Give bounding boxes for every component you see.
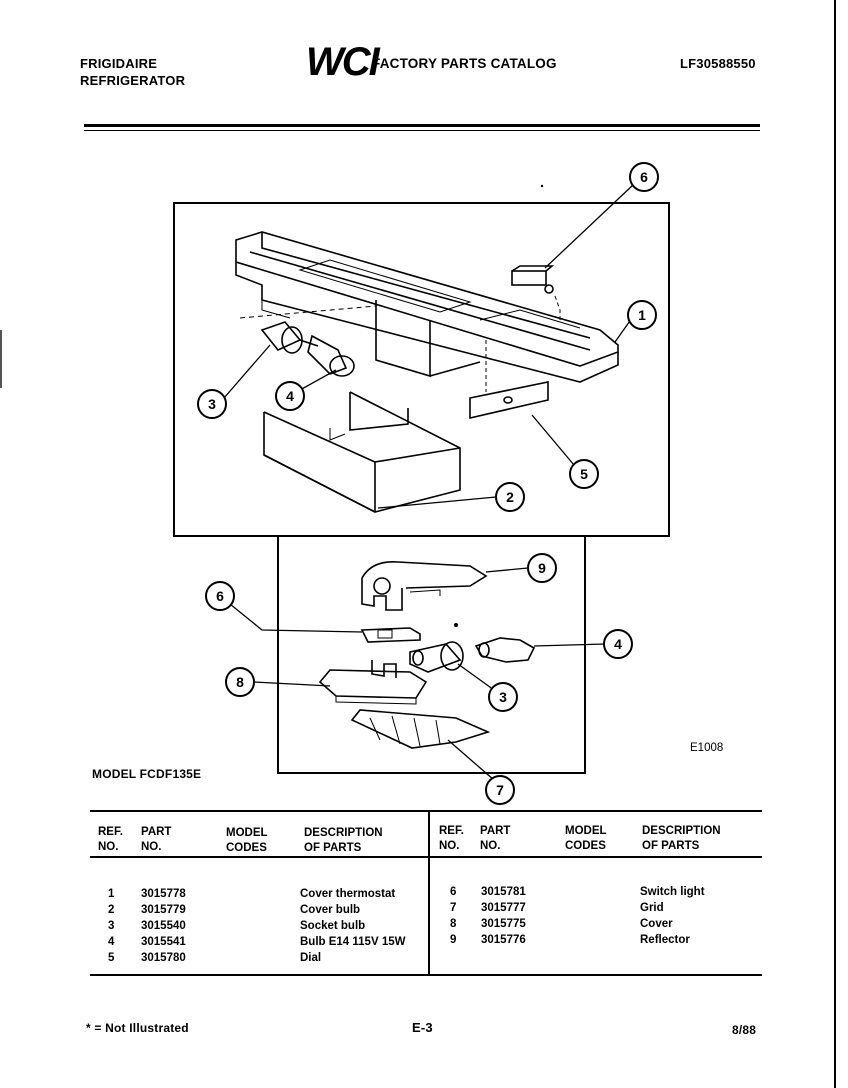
callout-label: 5 (580, 466, 588, 482)
desc-cell: Cover (640, 918, 673, 930)
part-cell: 3015781 (481, 886, 526, 898)
table-column-divider (428, 812, 430, 974)
desc-cell: Dial (300, 952, 322, 964)
cover-drawing (318, 660, 428, 705)
callout-label: 8 (236, 674, 244, 690)
callout-label: 1 (638, 307, 646, 323)
desc-cell: Cover bulb (300, 904, 361, 916)
callout-label: 6 (216, 588, 224, 604)
part-cell: 3015776 (481, 934, 526, 946)
lower-diagram-frame (277, 536, 586, 774)
desc-cell: Reflector (640, 934, 690, 946)
callout-label: 2 (506, 489, 514, 505)
callout-label: 6 (640, 169, 648, 185)
product-name: REFRIGERATOR (80, 73, 186, 88)
drawing-code: E1008 (690, 742, 724, 754)
header-ref: REF.NO. (98, 826, 123, 853)
catalog-number: LF30588550 (680, 56, 756, 71)
callout-label: 7 (496, 782, 504, 798)
catalog-title: FACTORY PARTS CATALOG (372, 56, 557, 71)
switch-light-drawing-lower (360, 627, 421, 643)
ref-cell: 2 (108, 904, 115, 916)
part-cell: 3015780 (141, 952, 186, 964)
bulb-cover-drawing (263, 391, 461, 513)
header-rule-thick (84, 124, 760, 127)
part-cell: 3015541 (141, 936, 186, 948)
part-cell: 3015777 (481, 902, 526, 914)
parts-exploded-diagram: 6 1 3 4 5 2 9 6 4 8 3 7 (173, 162, 670, 805)
part-cell: 3015779 (141, 904, 186, 916)
socket-and-bulb-lower (409, 637, 536, 673)
grid-drawing (350, 709, 491, 749)
model-label: MODEL FCDF135E (92, 767, 202, 781)
callout-label: 3 (499, 689, 507, 705)
upper-diagram-frame (173, 202, 670, 537)
table-top-rule (90, 810, 762, 812)
desc-cell: Socket bulb (300, 920, 366, 932)
ref-cell: 6 (450, 886, 457, 898)
callout-label: 4 (286, 388, 294, 404)
header-rule-thin (84, 130, 760, 131)
ref-cell: 3 (108, 920, 115, 932)
page-number: E-3 (412, 1020, 433, 1035)
desc-cell: Grid (640, 902, 664, 914)
catalog-date: 8/88 (732, 1023, 757, 1037)
part-cell: 3015540 (141, 920, 186, 932)
part-cell: 3015775 (481, 918, 526, 930)
table-header-rule (90, 856, 762, 858)
ref-cell: 4 (108, 936, 115, 948)
table-bottom-rule (90, 974, 762, 976)
header-ref: REF.NO. (439, 825, 464, 852)
desc-cell: Cover thermostat (300, 888, 396, 900)
switch-light-drawing-upper (511, 265, 561, 320)
thermostat-cover-drawing (235, 231, 619, 383)
page-edge-left (0, 330, 2, 388)
callout-label: 9 (538, 560, 546, 576)
callout-label: 3 (208, 396, 216, 412)
not-illustrated-note: * = Not Illustrated (86, 1021, 189, 1035)
ref-cell: 8 (450, 918, 457, 930)
ref-cell: 9 (450, 934, 457, 946)
page-edge-right (834, 0, 836, 1088)
desc-cell: Switch light (640, 886, 705, 898)
desc-cell: Bulb E14 115V 15W (300, 936, 406, 948)
callout-label: 4 (614, 636, 622, 652)
dial-drawing (469, 340, 549, 420)
ref-cell: 1 (108, 888, 115, 900)
ref-cell: 5 (108, 952, 115, 964)
wci-logo: WCI (306, 40, 380, 84)
reflector-drawing (361, 561, 488, 611)
part-cell: 3015778 (141, 888, 186, 900)
brand-name: FRIGIDAIRE (80, 56, 158, 71)
ref-cell: 7 (450, 902, 457, 914)
socket-and-bulb-upper (239, 305, 377, 377)
